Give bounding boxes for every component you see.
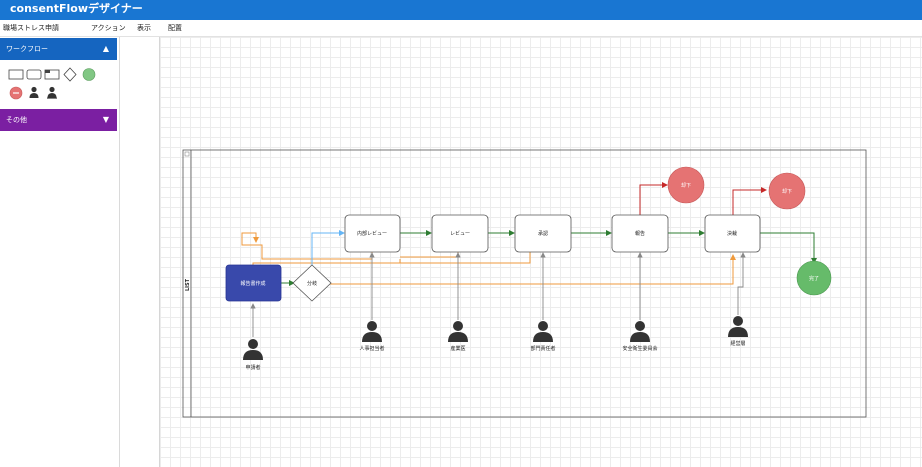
actor-group-icon[interactable] (47, 86, 57, 99)
flow-report-to-reject[interactable] (639, 182, 668, 215)
task-internal-review[interactable]: 内部レビュー (344, 214, 401, 253)
menu-item-action[interactable]: アクション (91, 24, 126, 32)
actor-hr[interactable]: 人事担当者 (359, 321, 385, 352)
task-report2-label: 報告 (635, 230, 645, 237)
panel-workflow-header[interactable]: ワークフロー ▲ (0, 38, 117, 60)
menu-item-view[interactable]: 表示 (137, 24, 151, 32)
task-approve-label: 承認 (538, 230, 548, 237)
flow-decide-to-reject[interactable] (732, 187, 767, 215)
end-reject-2[interactable]: 却下 (768, 172, 806, 210)
task-review-label: レビュー (450, 230, 470, 237)
task-report[interactable]: 報告書作成 (225, 264, 282, 302)
person-icon (448, 321, 468, 342)
actor-safety[interactable]: 安全衛生委員会 (622, 321, 658, 352)
actor-dept-head-label: 部門責任者 (530, 345, 555, 352)
end-done-label: 完了 (809, 275, 819, 282)
end-reject-1-label: 却下 (681, 182, 691, 189)
flow-branch-to-decide[interactable] (330, 254, 736, 285)
end-event-icon[interactable] (9, 86, 23, 100)
menu-bar: 職場ストレス申請 アクション 表示 配置 (0, 20, 922, 37)
person-icon (362, 321, 382, 342)
panel-other-header[interactable]: その他 ▼ (0, 109, 117, 131)
app-title: consentFlowデザイナー (10, 2, 143, 15)
panel-other-label: その他 (6, 116, 27, 124)
menu-item-workflow-name[interactable]: 職場ストレス申請 (3, 24, 59, 32)
rounded-process-shape-icon[interactable] (26, 69, 42, 80)
flow-decide-to-done[interactable] (760, 232, 817, 264)
process-shape-icon[interactable] (8, 69, 24, 80)
actor-associations (250, 252, 746, 337)
actor-hr-label: 人事担当者 (359, 345, 384, 352)
start-event-icon[interactable] (82, 68, 96, 81)
end-reject-2-label: 却下 (782, 188, 792, 195)
chevron-down-icon: ▼ (102, 115, 109, 124)
task-report-label: 報告書作成 (240, 280, 265, 287)
sidebar-splitter[interactable] (120, 37, 160, 467)
end-reject-1[interactable]: 却下 (667, 166, 705, 204)
actor-manager-label: 経営層 (730, 340, 745, 347)
tab-shape-icon[interactable] (44, 69, 60, 80)
flow-review-return[interactable] (400, 252, 459, 258)
swimlane-pool[interactable]: LIST (182, 149, 867, 418)
actor-dept-head[interactable]: 部門責任者 (530, 321, 556, 352)
diagram-canvas[interactable]: LIST (160, 37, 922, 467)
app-header: consentFlowデザイナー (0, 0, 922, 20)
actor-icon[interactable] (29, 86, 39, 98)
flow-internal-review-return[interactable] (241, 232, 373, 260)
panel-workflow-label: ワークフロー (6, 45, 48, 53)
gateway-branch[interactable]: 分岐 (292, 264, 332, 302)
actor-applicant[interactable]: 申請者 (243, 339, 263, 371)
lane-toggle-icon[interactable] (184, 151, 190, 157)
task-approve[interactable]: 承認 (514, 214, 572, 253)
actor-safety-label: 安全衛生委員会 (622, 345, 657, 352)
shape-palette (6, 65, 114, 101)
main-flows (281, 230, 817, 286)
task-decide-label: 決裁 (727, 230, 737, 237)
end-done[interactable]: 完了 (796, 260, 832, 296)
swimlane-label: LIST (185, 278, 191, 291)
task-review[interactable]: レビュー (431, 214, 489, 253)
gateway-branch-label: 分岐 (307, 280, 317, 287)
reject-flows (639, 182, 767, 215)
flow-branch-to-internal-review[interactable] (311, 230, 345, 267)
shape-sidebar: ワークフロー ▲ (0, 37, 120, 467)
actor-industrial[interactable]: 産業医 (448, 321, 468, 352)
person-icon (533, 321, 553, 342)
decision-shape-icon[interactable] (63, 67, 77, 82)
chevron-up-icon: ▲ (102, 44, 109, 53)
actor-industrial-label: 産業医 (450, 345, 465, 352)
flow-approve-return[interactable] (399, 252, 531, 264)
person-icon (630, 321, 650, 342)
person-icon (728, 316, 748, 337)
actor-applicant-label: 申請者 (245, 364, 260, 371)
person-icon (243, 339, 263, 360)
task-internal-review-label: 内部レビュー (357, 230, 387, 237)
task-decide[interactable]: 決裁 (704, 214, 761, 253)
actor-manager[interactable]: 経営層 (728, 316, 748, 347)
menu-item-arrange[interactable]: 配置 (168, 24, 182, 32)
task-report2[interactable]: 報告 (611, 214, 669, 253)
